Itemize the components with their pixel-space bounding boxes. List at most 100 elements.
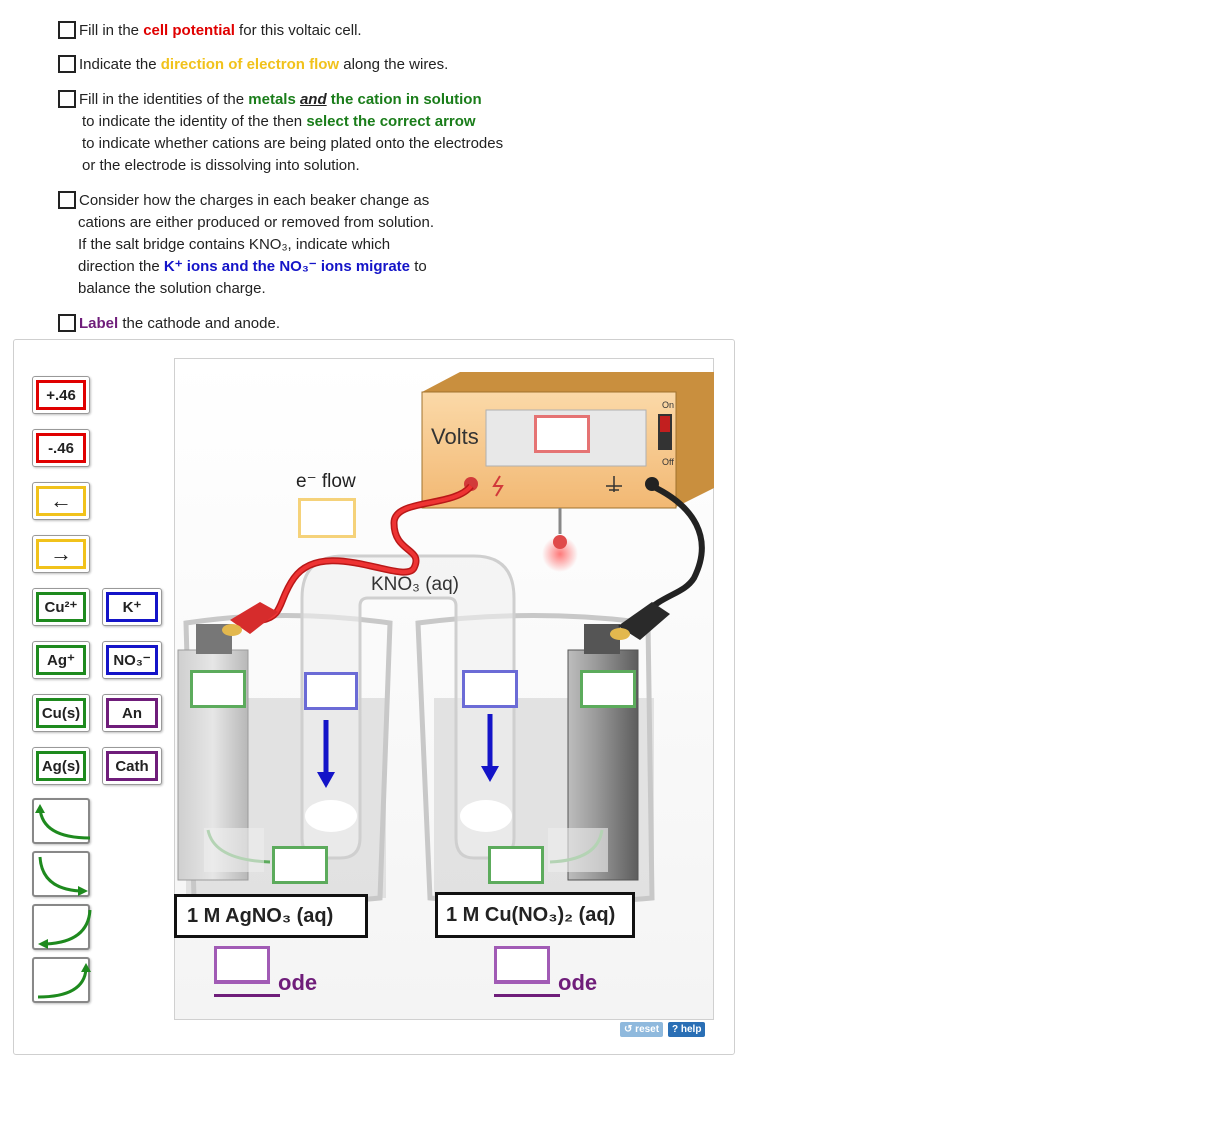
right-arrow-icon: → [36,539,86,569]
left-metal-drop[interactable] [190,670,246,708]
on-label: On [662,400,675,410]
tile-label: Cu(s) [36,698,86,728]
tile-cu-solid[interactable]: Cu(s) [32,694,90,732]
instruction-label-electrodes: Label the cathode and anode. [58,313,280,335]
volts-label: Volts [431,424,479,449]
bulb [553,535,567,549]
black-clip-jaw [610,628,630,640]
right-ode-suffix: ode [558,970,598,995]
tile-minus-046[interactable]: -.46 [32,429,90,467]
tile-curve-arrow-up-right[interactable] [32,957,91,1003]
tile-curve-arrow-down-right[interactable] [32,851,90,897]
instruction-text: or the electrode is dissolving into solu… [82,157,360,174]
tile-cathode[interactable]: Cath [102,747,162,785]
curve-arrow-icon [37,963,91,999]
tile-plus-046[interactable]: +.46 [32,376,90,414]
tile-label: Ag(s) [36,751,86,781]
tile-label: NO₃⁻ [106,645,158,675]
highlight-ions-migrate: K⁺ ions and the NO₃⁻ ions migrate [163,258,411,275]
electron-flow-drop[interactable] [298,498,356,538]
red-clip-jaw [222,624,242,636]
red-wire-highlight [261,484,473,622]
bulb-glow [542,536,578,572]
instruction-text: Indicate the [79,56,161,73]
instruction-text: cations are either produced or removed f… [78,214,435,231]
right-electrode-label-drop[interactable] [494,946,550,984]
activity-panel [13,339,735,1055]
black-clip [618,602,670,640]
instruction-text: balance the solution charge. [78,280,266,297]
highlight-metals: metals [248,91,300,108]
highlight-electron-flow: direction of electron flow [160,56,340,73]
checkbox-identities[interactable] [58,90,76,108]
instruction-identities: Fill in the identities of the metals and… [58,89,503,177]
cell-potential-drop[interactable] [534,415,590,453]
left-ion-drop[interactable] [304,672,358,710]
right-metal-drop[interactable] [580,670,636,708]
right-ion-drop[interactable] [462,670,518,708]
highlight-select-arrow: select the correct arrow [306,113,476,130]
electron-flow-label: e⁻ flow [296,471,356,492]
instruction-text: If the salt bridge contains KNO₃, indica… [78,236,391,253]
instruction-salt-bridge: Consider how the charges in each beaker … [58,190,434,300]
left-cation-drop[interactable] [272,846,328,884]
instruction-text: to indicate whether cations are being pl… [82,135,504,152]
black-wire [641,483,705,617]
reset-icon: ↺ [624,1024,636,1035]
bridge-arrow-left-head [317,772,335,788]
salt-bridge [300,554,516,860]
left-electrode-label-drop[interactable] [214,946,270,984]
right-solution-label: 1 M Cu(NO₃)₂ (aq) [435,892,635,938]
highlight-label: Label [79,315,119,332]
checkbox-salt-bridge[interactable] [58,191,76,209]
instruction-text: Fill in the identities of the [79,91,249,108]
instruction-text: the cathode and anode. [118,315,280,332]
instruction-text: to indicate the identity of the then [82,113,307,130]
bridge-arrow-right-head [481,766,499,782]
tile-ag-plus[interactable]: Ag⁺ [32,641,90,679]
right-cation-drop[interactable] [488,846,544,884]
reset-label: reset [635,1024,660,1035]
checkbox-electron-flow[interactable] [58,55,76,73]
tile-ag-solid[interactable]: Ag(s) [32,747,90,785]
instruction-cell-potential: Fill in the cell potential for this volt… [58,20,362,42]
highlight-cation: the cation in solution [326,91,482,108]
checkbox-label-electrodes[interactable] [58,314,76,332]
tile-cu2-plus[interactable]: Cu²⁺ [32,588,90,626]
tile-left-arrow[interactable]: ← [32,482,90,520]
curve-arrow-icon [38,909,92,949]
red-clip [230,602,278,634]
instruction-text: for this voltaic cell. [234,22,362,39]
tile-right-arrow[interactable]: → [32,535,90,573]
instruction-text: along the wires. [339,56,449,73]
curve-arrow-icon [38,856,88,896]
salt-bridge-label: KNO₃ (aq) [371,574,459,595]
tile-curve-arrow-up-left[interactable] [32,798,91,844]
tile-label: K⁺ [106,592,158,622]
checkbox-cell-potential[interactable] [58,21,76,39]
lightning-icon [492,475,504,497]
off-label: Off [662,457,674,467]
tile-k-plus[interactable]: K⁺ [102,588,162,626]
instruction-electron-flow: Indicate the direction of electron flow … [58,54,448,76]
tile-anode[interactable]: An [102,694,162,732]
right-curve-shade [548,828,608,872]
highlight-cell-potential: cell potential [143,22,235,39]
curve-arrow-icon [35,804,91,840]
left-arrow-icon: ← [36,486,86,516]
highlight-and: and [299,91,327,108]
reset-button[interactable]: ↺ reset [620,1022,664,1037]
help-button[interactable]: ? help [668,1022,706,1037]
instruction-text: Consider how the charges in each beaker … [79,192,430,209]
tile-label: +.46 [36,380,86,410]
tile-label: -.46 [36,433,86,463]
right-ode-underline [494,994,560,997]
tile-no3-minus[interactable]: NO₃⁻ [102,641,162,679]
left-curve-shade [204,828,264,872]
left-ode-suffix: ode [278,970,318,995]
power-switch-toggle [660,416,670,432]
left-solution-label: 1 M AgNO₃ (aq) [174,894,368,938]
tile-curve-arrow-down-left[interactable] [32,904,92,950]
voltaic-cell-diagram: Volts On Off e⁻ flow KNO₃ (aq) 1 M AgNO₃… [174,358,714,1020]
right-electrode-top [584,624,620,654]
